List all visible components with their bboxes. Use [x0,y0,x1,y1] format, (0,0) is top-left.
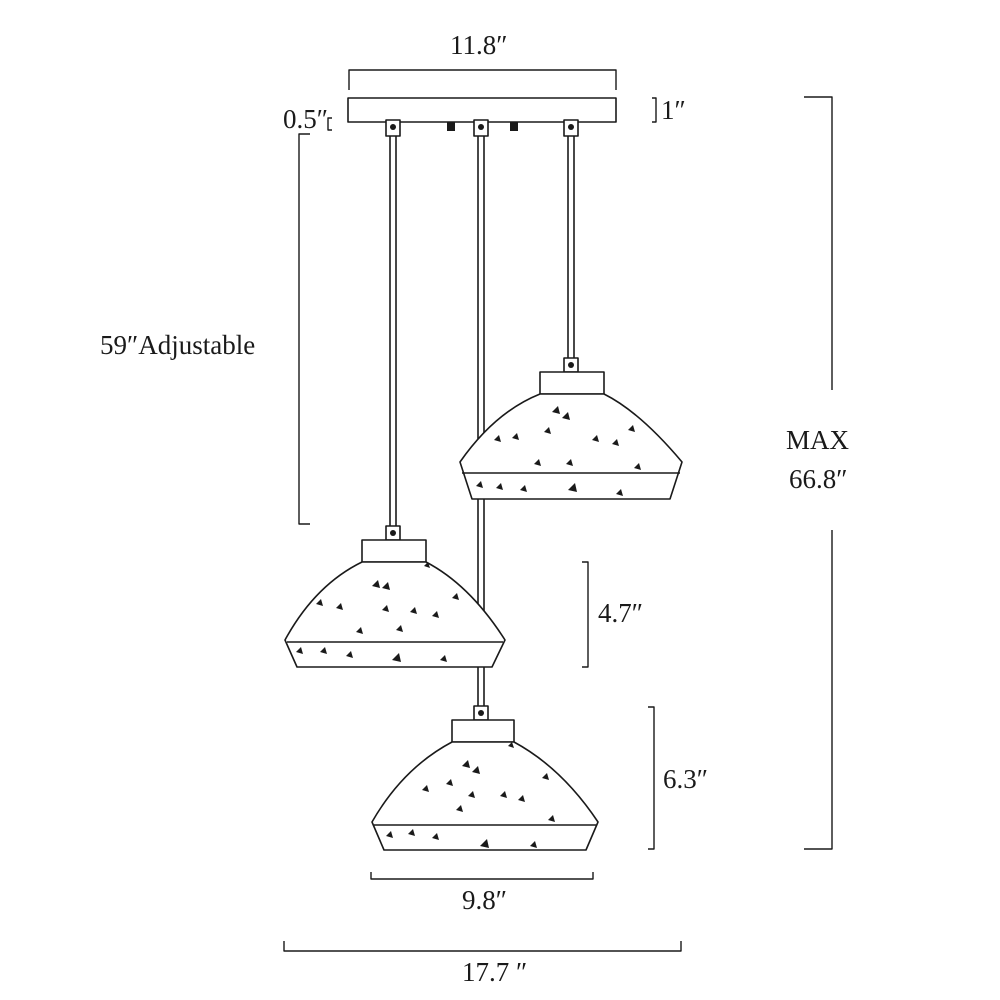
label-cord-length: 59″Adjustable [100,330,256,360]
pendant-right [459,357,683,500]
label-shade-width: 9.8″ [462,885,507,915]
dim-max-height-bottom [804,530,833,850]
label-max-height-line2: 66.8″ [789,464,848,494]
label-overall-width: 17.7 ″ [462,957,528,987]
canopy [347,97,617,137]
label-shade-height-b: 6.3″ [663,764,708,794]
dim-canopy-width [348,69,617,90]
canopy-screw-left [447,122,455,131]
canopy-screw-right [510,122,518,131]
label-canopy-width: 11.8″ [450,30,508,60]
pendant-middle [371,705,599,851]
dim-canopy-gap [327,117,332,131]
shade-dots-left [296,562,459,662]
dim-cord-length [298,133,310,525]
label-canopy-height: 1″ [661,95,686,125]
label-canopy-gap: 0.5″ [283,104,328,134]
label-max-height-line1: MAX [786,425,850,455]
dimension-lines [283,69,833,952]
dim-overall-width [283,941,682,952]
pendant-left [284,525,506,668]
dim-canopy-height [652,97,657,123]
dim-shade-height-a [582,561,589,668]
dim-shade-height-b [648,706,655,850]
label-shade-height-a: 4.7″ [598,598,643,628]
dim-shade-width [370,872,594,880]
shade-dots-middle [386,742,555,848]
dim-max-height-top [804,96,833,390]
shade-dots-right [476,406,641,496]
